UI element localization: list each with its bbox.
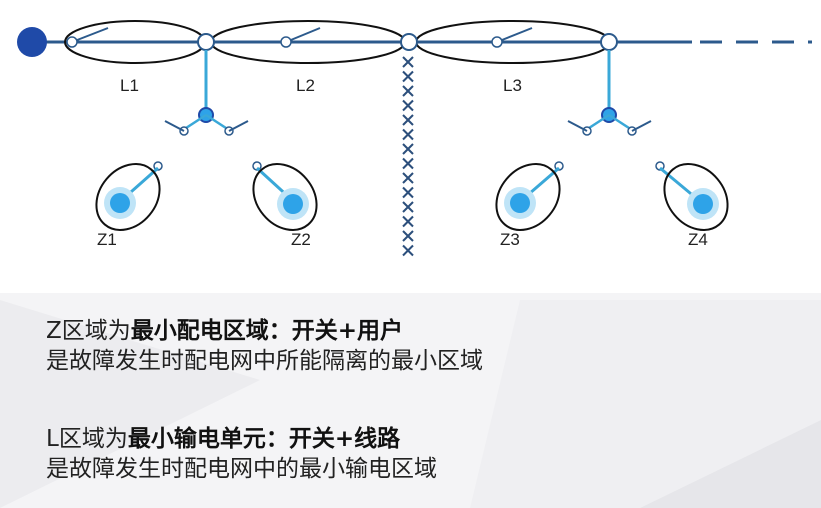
switch-l1 <box>66 27 109 48</box>
cross-mark <box>402 56 414 68</box>
label-z1: Z1 <box>97 230 117 249</box>
diagram-panel: L1 L2 L3 Z1 Z2 Z3 Z4 <box>0 0 821 293</box>
label-l3: L3 <box>503 76 522 95</box>
cross-mark <box>402 172 414 184</box>
cross-mark <box>402 128 414 141</box>
zone-z4 <box>663 163 729 231</box>
source-node <box>17 27 47 57</box>
z-zone-title: Z区域为最小配电区域：开关+用户 <box>46 316 483 346</box>
l-zone-title-bold: 最小输电单元：开关+线路 <box>127 426 401 452</box>
z-zone-description: Z区域为最小配电区域：开关+用户 是故障发生时配电网中所能隔离的最小区域 <box>46 316 483 376</box>
junction-node-2 <box>400 33 418 51</box>
branch-right <box>521 50 703 205</box>
z-zone-title-bold: 最小配电区域：开关+用户 <box>130 318 404 344</box>
cross-mark <box>402 186 414 199</box>
zone-z2 <box>252 163 318 231</box>
cross-mark <box>402 215 414 228</box>
z-zone-title-plain: Z区域为 <box>46 318 131 344</box>
label-z4: Z4 <box>688 230 708 249</box>
switch-l3 <box>491 27 533 48</box>
junction-node-1 <box>197 33 215 51</box>
cross-mark <box>402 230 414 242</box>
l-zone-title-plain: L区域为 <box>46 426 128 452</box>
network-diagram: L1 L2 L3 Z1 Z2 Z3 Z4 <box>17 20 812 257</box>
switch-l2 <box>280 27 321 48</box>
zone-z3 <box>495 163 561 231</box>
z-zone-definition: 是故障发生时配电网中所能隔离的最小区域 <box>46 348 483 374</box>
label-l1: L1 <box>120 76 139 95</box>
isolation-cross-marks <box>402 56 414 257</box>
branch-left <box>121 50 294 202</box>
cross-mark <box>402 201 414 213</box>
label-z2: Z2 <box>291 230 311 249</box>
l-zone-definition: 是故障发生时配电网中的最小输电区域 <box>46 456 437 482</box>
cross-mark <box>402 157 414 170</box>
zone-z1 <box>95 163 161 231</box>
junction-node-3 <box>600 33 618 51</box>
cross-mark <box>402 99 414 112</box>
cross-mark <box>402 143 414 155</box>
cross-mark <box>402 85 414 97</box>
cross-mark <box>402 70 414 83</box>
label-l2: L2 <box>296 76 315 95</box>
l-zone-title: L区域为最小输电单元：开关+线路 <box>46 424 437 454</box>
cross-mark <box>402 114 414 126</box>
l-zone-description: L区域为最小输电单元：开关+线路 是故障发生时配电网中的最小输电区域 <box>46 424 437 484</box>
label-z3: Z3 <box>500 230 520 249</box>
cross-mark <box>402 244 414 257</box>
